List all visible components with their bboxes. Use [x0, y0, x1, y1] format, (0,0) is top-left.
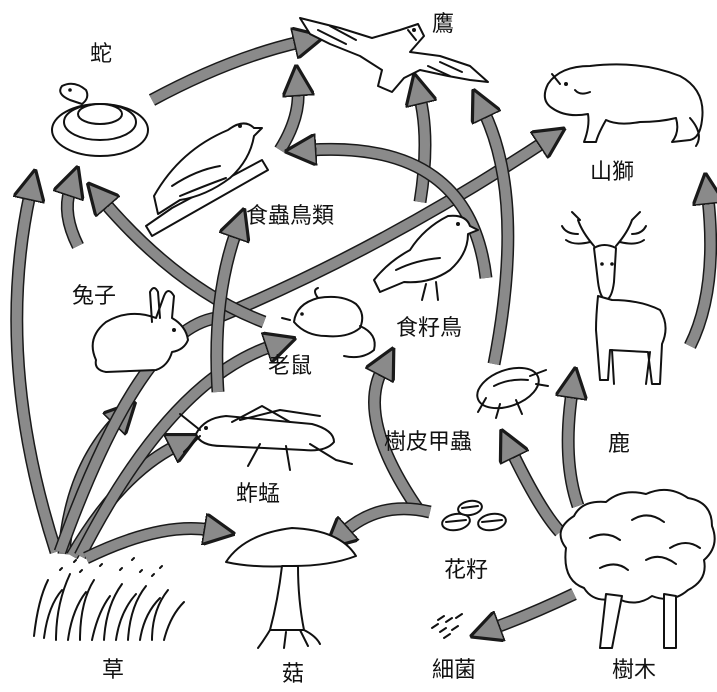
bacteria-icon — [431, 613, 463, 639]
grasshopper-icon — [179, 405, 353, 471]
arrow-grass-to-mouse — [75, 346, 272, 559]
arrow-seeds-to-mouse — [374, 370, 425, 515]
beetle-label: 樹皮甲蟲 — [384, 430, 473, 455]
feeding-arrows — [10, 42, 717, 628]
mushroom-icon — [225, 527, 357, 649]
arrow-tree-to-bacteria — [494, 589, 577, 628]
grasshopper-label: 蚱蜢 — [236, 482, 281, 507]
mushroom-label: 菇 — [282, 662, 305, 687]
arrow-tree-to-beetle — [512, 452, 564, 536]
bark-beetle-icon — [476, 366, 549, 419]
seed-eating-bird-icon — [373, 214, 479, 301]
arrow-beetle-to-eagle — [484, 112, 513, 365]
arrow-seeds-to-mushroom — [344, 503, 432, 532]
arrow-tree-to-deer — [568, 392, 578, 508]
tree-label: 樹木 — [612, 658, 657, 683]
arrow-seed_bird-to-eagle — [420, 98, 425, 203]
arrow-grass-to-mushroom — [83, 529, 210, 563]
arrow-mouse-to-snake — [104, 202, 266, 327]
arrow-snake-to-eagle — [149, 42, 300, 105]
mouse-label: 老鼠 — [268, 354, 313, 379]
seeds-icon — [441, 499, 507, 532]
snake-label: 蛇 — [90, 42, 113, 67]
arrow-grasshopper-to-insect_bird — [211, 232, 236, 393]
arrow-rabbit-to-snake — [67, 190, 78, 249]
bacteria-label: 細菌 — [432, 658, 477, 683]
deer-label: 鹿 — [608, 432, 631, 457]
eagle-label: 鷹 — [432, 12, 455, 37]
lion-label: 山獅 — [590, 160, 635, 185]
arrow-seed_bird-to-insect_bird — [310, 149, 491, 279]
arrow-grass-to-snake — [11, 194, 61, 554]
arrow-deer-to-lion — [685, 198, 711, 349]
arrow-insect_bird-to-eagle — [275, 90, 298, 153]
insect-bird-label: 食蟲鳥類 — [246, 204, 335, 229]
insect-eating-bird-icon — [145, 122, 269, 237]
rabbit-icon — [91, 287, 189, 373]
rabbit-label: 兔子 — [72, 284, 117, 309]
seeds-label: 花籽 — [444, 558, 489, 583]
grass-icon — [33, 557, 185, 641]
deer-icon — [561, 211, 667, 385]
tree-icon — [559, 488, 716, 649]
mountain-lion-icon — [543, 63, 704, 147]
eagle-icon — [299, 17, 489, 93]
snake-icon — [51, 82, 149, 157]
grass-label: 草 — [102, 658, 125, 683]
seed-bird-label: 食籽鳥 — [396, 316, 463, 341]
mouse-icon — [281, 287, 376, 359]
